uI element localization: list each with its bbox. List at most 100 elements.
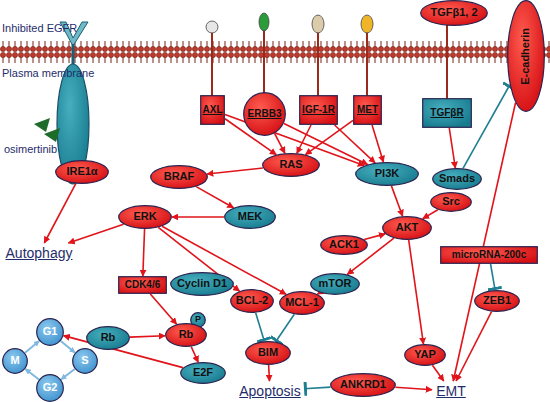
node-text-holder: microRNA-200c: [440, 246, 538, 264]
node-label: Autophagy: [6, 246, 73, 261]
node-text-holder: TGFβR: [422, 98, 472, 128]
node-label: MEK: [238, 211, 262, 223]
protein-oval: Rb: [165, 323, 207, 347]
activation-arrow: [275, 133, 285, 153]
node-text-holder: Autophagy: [4, 243, 74, 263]
node-text-holder: E-cadherin: [507, 0, 545, 112]
node-text-holder: ZEB1: [474, 290, 520, 312]
node-label: ERK: [133, 211, 156, 223]
node-label: Apoptosis: [239, 384, 300, 399]
node-label: RAS: [279, 159, 302, 171]
node-label: IGF-1R: [302, 105, 335, 116]
node-label: TGFβR: [430, 108, 463, 119]
node-label: TGFβ1, 2: [430, 7, 477, 19]
node-label: EMT: [436, 384, 466, 399]
cell-cycle-phase: S: [72, 348, 98, 374]
activation-arrow: [453, 103, 515, 381]
cycle-arrow: [61, 341, 75, 353]
inhibition-line: [276, 314, 295, 341]
activation-arrow: [297, 125, 311, 153]
activation-arrow: [372, 125, 383, 162]
node-text-holder: YAP: [404, 344, 446, 366]
node-text-holder: G1: [36, 318, 64, 346]
node-label: M: [10, 355, 19, 367]
node-label: BRAF: [164, 171, 195, 183]
cell-cycle-phase: G1: [36, 318, 64, 346]
node-label: ANKRD1: [340, 379, 386, 391]
activation-arrow: [335, 125, 376, 163]
plasma-membrane: [0, 38, 550, 64]
node-label: Rb: [101, 332, 116, 344]
node-text-holder: BIM: [245, 341, 291, 365]
node-label: BCL-2: [236, 295, 268, 307]
activation-arrow: [364, 234, 385, 240]
annotation-label: Inhibited EGFR: [2, 22, 77, 34]
receptor-ligands: [206, 13, 373, 33]
activation-arrow: [395, 387, 432, 389]
protein-oval: Rb: [86, 326, 130, 350]
activation-arrow: [196, 187, 233, 208]
node-label: CDK4/6: [125, 280, 161, 291]
receptor-box: IGF-1R: [299, 95, 338, 125]
node-text-holder: Apoptosis: [236, 381, 304, 401]
protein-oval: mTOR: [310, 273, 360, 295]
mirna-box: microRNA-200c: [440, 246, 538, 264]
protein-oval: PI3K: [355, 162, 419, 186]
node-text-holder: Cyclin D1: [170, 272, 234, 296]
receptor-box: MET: [353, 95, 382, 125]
activation-arrow: [449, 128, 455, 168]
node-text-holder: IGF-1R: [299, 95, 338, 125]
node-text-holder: G2: [36, 374, 64, 402]
protein-oval: MCL-1: [279, 291, 325, 315]
protein-oval: AKT: [382, 216, 432, 240]
ligand-oval: TGFβ1, 2: [420, 0, 488, 26]
receptor-stalks: [212, 25, 447, 99]
protein-oval: ZEB1: [474, 290, 520, 312]
activation-arrow: [44, 184, 75, 243]
node-text-holder: CDK4/6: [118, 276, 167, 294]
node-label: ACK1: [329, 239, 359, 251]
annotation-label: Plasma membrane: [2, 67, 94, 79]
node-text-holder: AKT: [382, 216, 432, 240]
annotation-label: osimertinib: [4, 143, 57, 155]
cell-cycle-phase: M: [2, 348, 28, 374]
activation-arrow: [172, 216, 224, 218]
node-label: P: [195, 315, 201, 324]
node-label: E-cadherin: [520, 28, 532, 85]
node-text-holder: Src: [430, 192, 472, 212]
kinase-box: CDK4/6: [118, 276, 167, 294]
activation-arrow: [391, 186, 402, 216]
protein-oval: ACK1: [320, 235, 368, 255]
activation-arrow: [409, 240, 424, 344]
cycle-arrow: [25, 369, 39, 380]
node-text-holder: BRAF: [150, 165, 208, 189]
node-label: G1: [43, 326, 58, 338]
outcome-label: Autophagy: [4, 243, 74, 263]
inhibition-line: [491, 264, 496, 290]
activation-arrow: [305, 120, 353, 154]
node-label: AKT: [396, 222, 419, 234]
receptor-oval: ERBB3: [243, 92, 286, 136]
protein-oval: Cyclin D1: [170, 272, 234, 296]
node-label: Smads: [439, 173, 475, 185]
node-label: ZEB1: [483, 295, 511, 307]
activation-arrow: [68, 224, 123, 243]
activation-arrow: [191, 347, 198, 363]
node-text-holder: PI3K: [355, 162, 419, 186]
activation-arrow: [162, 226, 286, 294]
activation-arrow: [268, 365, 270, 381]
protein-oval: BCL-2: [230, 289, 274, 313]
node-label: PI3K: [375, 168, 399, 180]
receptor-box: TGFβR: [422, 98, 472, 128]
protein-oval: ANKRD1: [330, 373, 396, 397]
protein-oval: Src: [430, 192, 472, 212]
inhibition-line: [256, 313, 265, 341]
node-text-holder: Rb: [86, 326, 130, 350]
node-text-holder: ERBB3: [243, 92, 286, 136]
node-label: AXL: [203, 105, 223, 116]
node-text-holder: RAS: [262, 153, 320, 177]
node-label: BIM: [258, 347, 278, 359]
protein-oval: MEK: [224, 205, 276, 229]
activation-arrow: [150, 294, 176, 324]
